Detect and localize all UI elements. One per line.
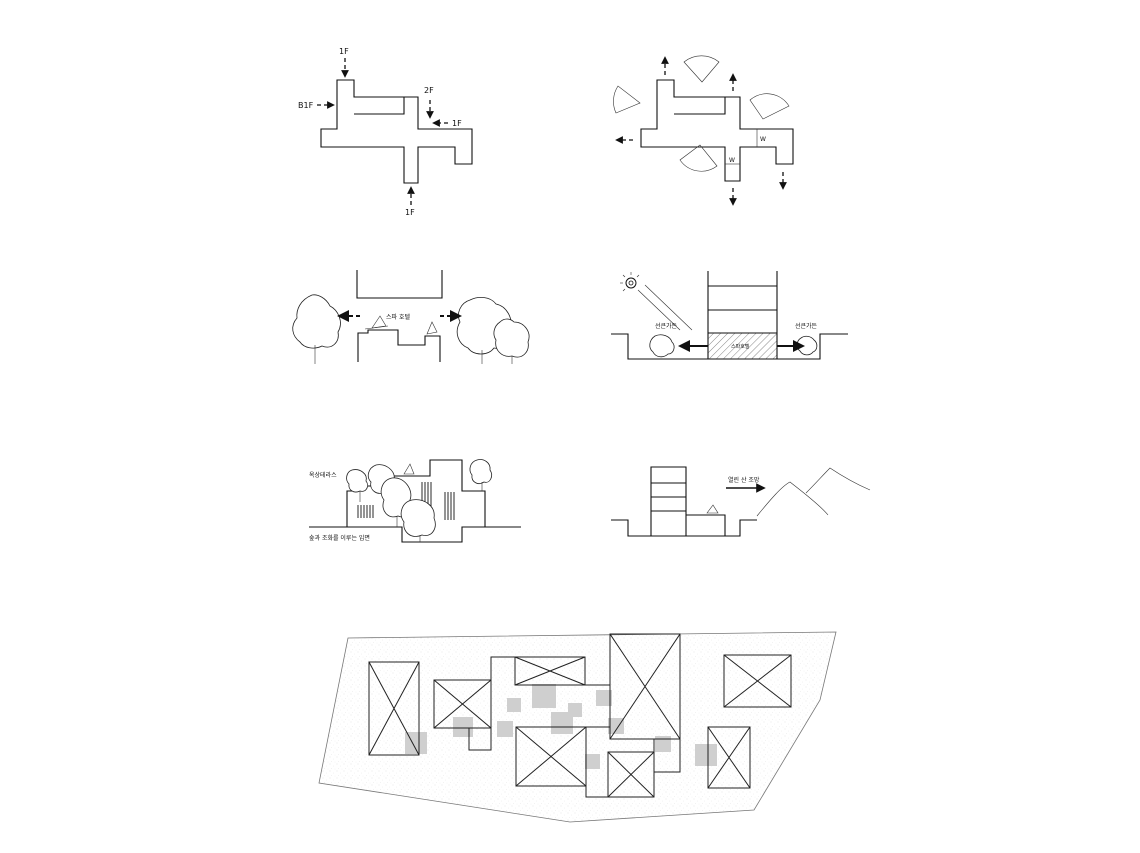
tree-squares — [405, 684, 717, 769]
ground-profile-6 — [611, 519, 757, 537]
site-buildings — [368, 633, 792, 798]
plan-inner-wall — [354, 97, 405, 115]
tree-facade-1 — [346, 469, 368, 493]
tree-facade-5 — [469, 459, 492, 484]
view-wedge-bottom — [679, 144, 718, 172]
label-forest-facade: 숲과 조화를 이루는 입면 — [309, 534, 370, 542]
tree-left — [292, 294, 341, 364]
view-wedge-right — [749, 93, 790, 120]
sun-ray-2 — [644, 284, 693, 331]
building-volume-6 — [650, 466, 687, 536]
diagram-access-levels: 1F B1F 2F 1F 1F — [298, 47, 473, 217]
label-rooftop-terrace: 옥상테라스 — [309, 471, 337, 479]
tree-sunken-right — [796, 335, 818, 356]
label-sunken-left: 선큰가든 — [655, 322, 678, 330]
label-2f: 2F — [424, 86, 434, 95]
label-right-1f: 1F — [452, 119, 462, 128]
label-spa-hotel: 스파 호텔 — [386, 313, 410, 321]
building-plan-outline — [320, 79, 473, 184]
label-w-left: W — [729, 157, 735, 164]
label-bottom-1f: 1F — [405, 208, 415, 217]
tree-facade-4 — [400, 499, 436, 537]
diagram-facade: 옥상테라스 숲과 조화를 이루는 입면 — [309, 459, 521, 543]
building-plan-outline-2 — [640, 79, 794, 182]
diagram-mountain-view: 열린 산 조망 — [611, 466, 871, 537]
mountain-ridge — [756, 467, 871, 517]
facade-fins — [357, 482, 455, 520]
diagram-spa-section: 스파 호텔 — [292, 270, 530, 364]
label-spa-hotel-center: 스파호텔 — [731, 343, 750, 350]
diagram-views-wind: W W — [613, 55, 794, 206]
label-w-right: W — [760, 136, 766, 143]
label-top-1f: 1F — [339, 47, 349, 56]
lower-volume — [357, 329, 441, 362]
tree-sunken-left — [649, 334, 675, 358]
sun-icon — [620, 272, 640, 292]
tree-right — [456, 296, 530, 364]
diagram-sunken-garden: 선큰가든 선큰가든 스파호텔 — [611, 271, 848, 360]
site-plan — [318, 631, 837, 823]
label-mountain-view: 열린 산 조망 — [728, 476, 760, 484]
spa-hatch-zone — [707, 332, 778, 360]
label-b1f: B1F — [298, 101, 314, 110]
view-wedge-top — [683, 55, 720, 83]
sun-ray-1 — [637, 289, 681, 331]
label-sunken-right: 선큰가든 — [795, 322, 818, 330]
view-wedge-left — [613, 85, 641, 114]
plan-inner-wall-2 — [674, 97, 726, 115]
upper-volume — [356, 270, 443, 299]
